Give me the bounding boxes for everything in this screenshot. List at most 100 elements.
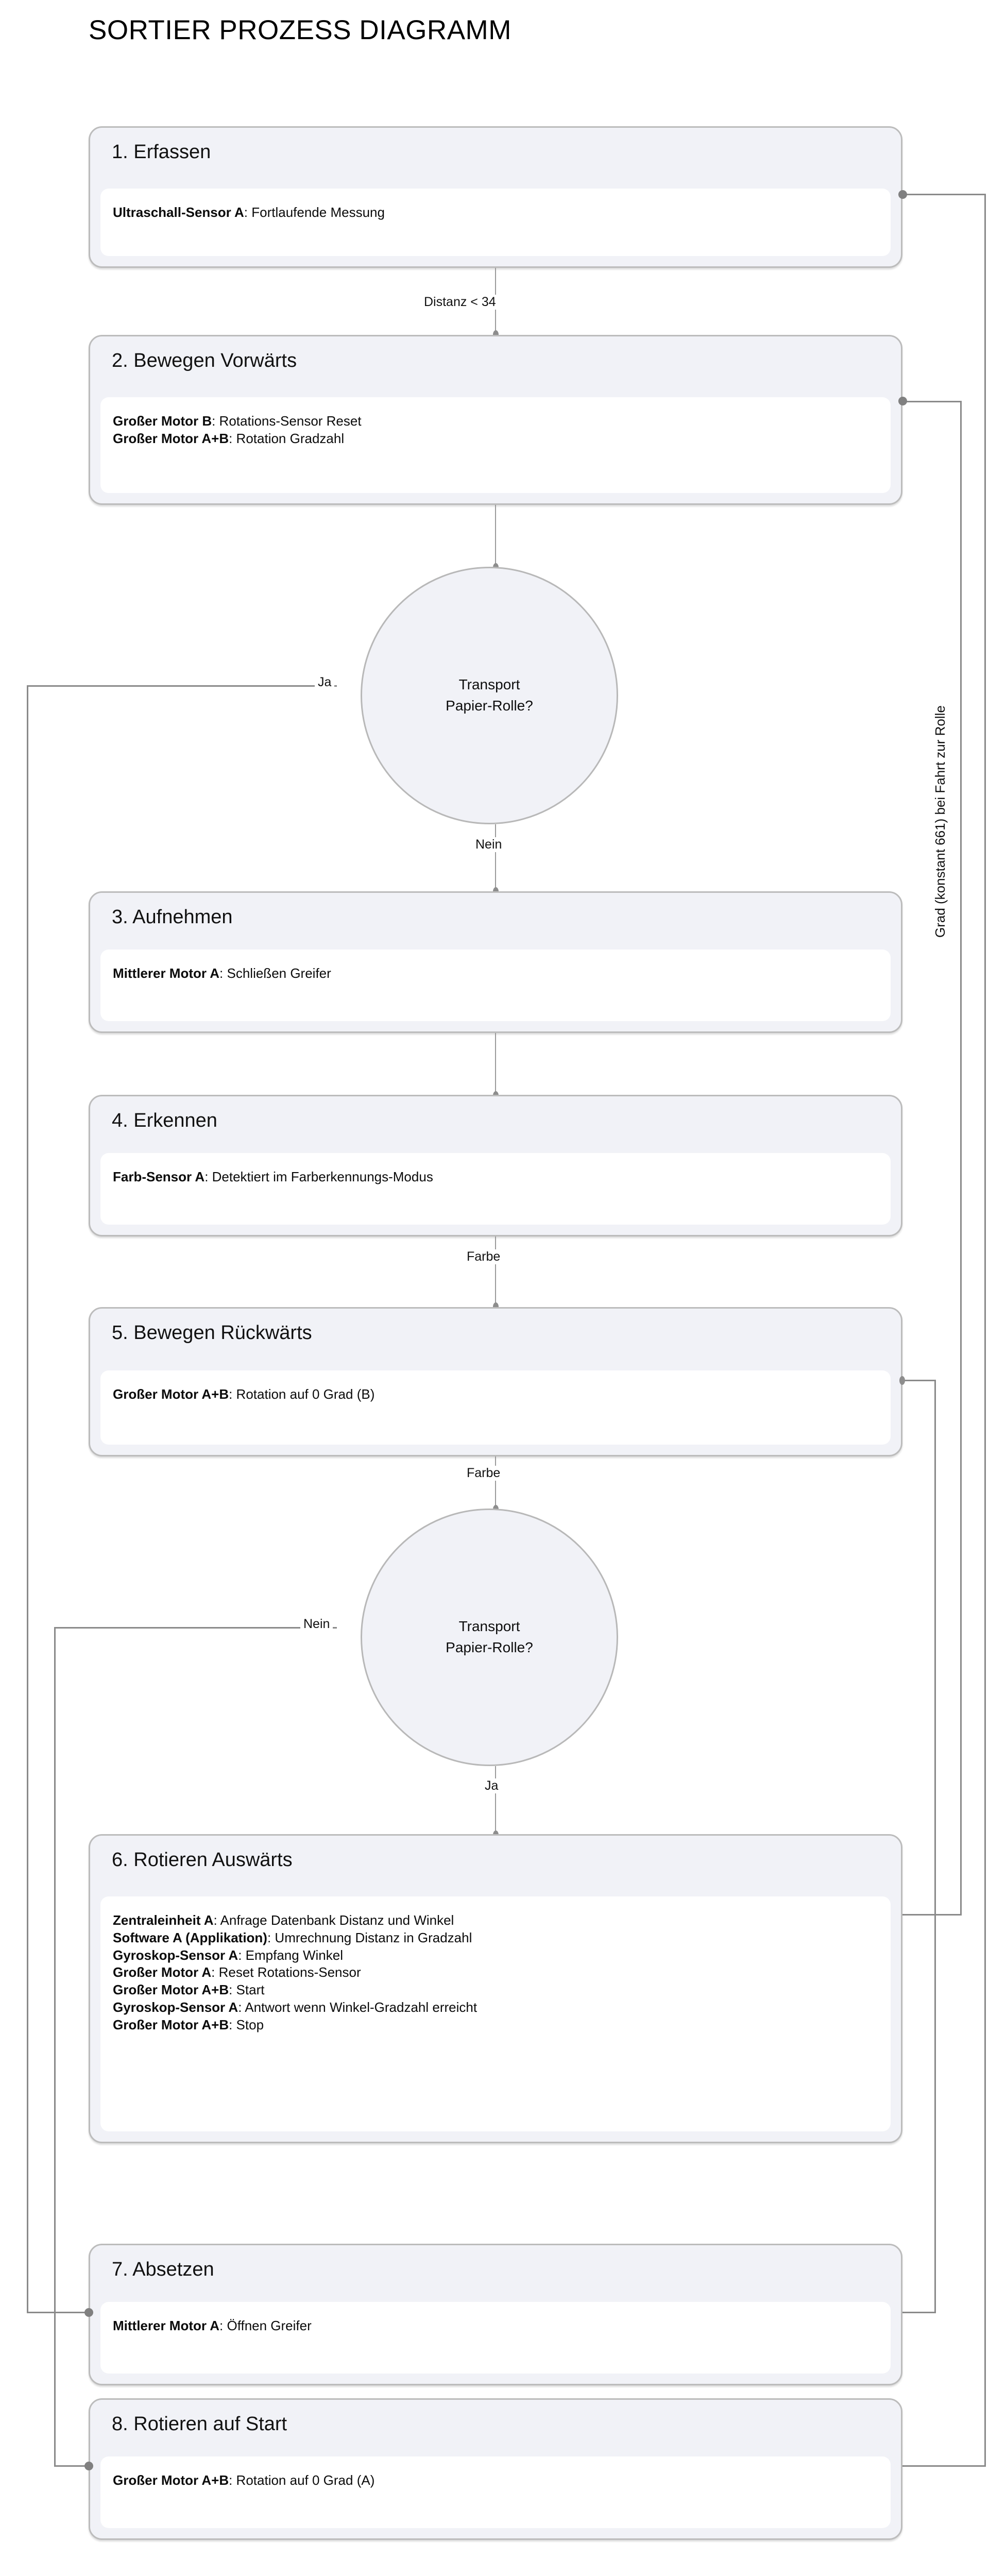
node-6-line-5-strong: Großer Motor A+B [113, 1982, 229, 1998]
node-2-line-2: Großer Motor A+B: Rotation Gradzahl [113, 430, 878, 448]
edge-label-farbe-1: Farbe [464, 1249, 504, 1264]
node-3-line-1-strong: Mittlerer Motor A [113, 965, 220, 981]
node-6-line-2: Software A (Applikation): Umrechnung Dis… [113, 1929, 878, 1947]
node-6-line-6-strong: Gyroskop-Sensor A [113, 1999, 238, 2015]
node-7-title: 7. Absetzen [112, 2259, 214, 2280]
node-2-line-1-rest: : Rotations-Sensor Reset [212, 413, 362, 429]
rail-outer-vertical [984, 194, 986, 2467]
node-7-body: Mittlerer Motor A: Öffnen Greifer [100, 2302, 891, 2374]
process-node-8[interactable]: 8. Rotieren auf Start Großer Motor A+B: … [89, 2398, 902, 2540]
node-1-line-1-strong: Ultraschall-Sensor A [113, 205, 244, 220]
port-n7-left [84, 2308, 93, 2317]
node-5-line-1-strong: Großer Motor A+B [113, 1386, 229, 1402]
node-6-line-3-rest: : Empfang Winkel [238, 1947, 343, 1963]
node-6-body: Zentraleinheit A: Anfrage Datenbank Dist… [100, 1896, 891, 2131]
edge-n2-to-rail-second [902, 401, 962, 402]
edge-d1-yes-to-rail [27, 685, 337, 687]
edge-n1-to-rail-outer [902, 194, 986, 195]
edge-n3-to-n4-line [495, 1033, 496, 1095]
node-5-line-1: Großer Motor A+B: Rotation auf 0 Grad (B… [113, 1386, 878, 1403]
node-4-body: Farb-Sensor A: Detektiert im Farberkennu… [100, 1153, 891, 1225]
node-3-title: 3. Aufnehmen [112, 906, 233, 928]
node-6-line-5-rest: : Start [229, 1982, 265, 1998]
node-6-line-4-rest: : Reset Rotations-Sensor [211, 1964, 361, 1980]
port-n1-right [898, 190, 907, 199]
edge-rail-third-to-n7 [902, 2312, 936, 2313]
edge-n4-to-n5-line [495, 1236, 496, 1306]
node-6-line-1-strong: Zentraleinheit A [113, 1912, 214, 1928]
process-node-2[interactable]: 2. Bewegen Vorwärts Großer Motor B: Rota… [89, 335, 902, 505]
decision-2-line-1: Transport [458, 1618, 520, 1635]
port-n8-left [84, 2462, 93, 2470]
node-2-line-2-strong: Großer Motor A+B [113, 430, 229, 446]
edge-rail-outer-to-n8 [902, 2465, 986, 2467]
node-7-line-1-strong: Mittlerer Motor A [113, 2318, 220, 2333]
node-6-line-7-rest: : Stop [229, 2016, 264, 2032]
node-5-title: 5. Bewegen Rückwärts [112, 1322, 312, 1344]
node-6-line-6: Gyroskop-Sensor A: Antwort wenn Winkel-G… [113, 1999, 878, 2016]
node-2-line-1-strong: Großer Motor B [113, 413, 212, 429]
decision-node-1[interactable]: Transport Papier-Rolle? [361, 567, 618, 824]
node-1-line-1-rest: : Fortlaufende Messung [244, 205, 385, 220]
side-label-grad: Grad (konstant 661) bei Fahrt zur Rolle [932, 705, 948, 938]
process-node-4[interactable]: 4. Erkennen Farb-Sensor A: Detektiert im… [89, 1095, 902, 1236]
node-3-line-1: Mittlerer Motor A: Schließen Greifer [113, 965, 878, 982]
edge-label-d1-nein: Nein [472, 837, 505, 852]
node-6-line-2-strong: Software A (Applikation) [113, 1929, 267, 1945]
node-4-title: 4. Erkennen [112, 1110, 217, 1131]
node-2-body: Großer Motor B: Rotations-Sensor Reset G… [100, 397, 891, 493]
node-2-line-2-rest: : Rotation Gradzahl [229, 430, 345, 446]
node-3-line-1-rest: : Schließen Greifer [219, 965, 331, 981]
rail-second-vertical [960, 401, 962, 1916]
port-n2-right [898, 397, 907, 405]
process-node-7[interactable]: 7. Absetzen Mittlerer Motor A: Öffnen Gr… [89, 2244, 902, 2385]
node-5-line-1-rest: : Rotation auf 0 Grad (B) [229, 1386, 375, 1402]
node-6-title: 6. Rotieren Auswärts [112, 1849, 293, 1871]
node-6-line-3: Gyroskop-Sensor A: Empfang Winkel [113, 1947, 878, 1964]
node-2-title: 2. Bewegen Vorwärts [112, 350, 297, 371]
edge-rail-second-to-n6 [902, 1914, 962, 1916]
node-4-line-1: Farb-Sensor A: Detektiert im Farberkennu… [113, 1168, 878, 1186]
node-6-line-4-strong: Großer Motor A [113, 1964, 212, 1980]
decision-1-line-2: Papier-Rolle? [446, 698, 533, 714]
node-8-line-1-rest: : Rotation auf 0 Grad (A) [229, 2472, 375, 2488]
edge-n2-to-d1-line [495, 505, 496, 567]
node-6-line-6-rest: : Antwort wenn Winkel-Gradzahl erreicht [238, 1999, 478, 2015]
port-n2-top [493, 330, 499, 339]
decision-node-2[interactable]: Transport Papier-Rolle? [361, 1509, 618, 1766]
node-6-line-5: Großer Motor A+B: Start [113, 1981, 878, 1999]
node-7-line-1-rest: : Öffnen Greifer [219, 2318, 312, 2333]
node-3-body: Mittlerer Motor A: Schließen Greifer [100, 950, 891, 1021]
edge-label-distanz: Distanz < 34 [421, 295, 499, 310]
decision-2-text: Transport Papier-Rolle? [446, 1616, 533, 1658]
rail-left-yes-vertical [27, 685, 28, 2313]
edge-d1-no-line [495, 824, 496, 891]
edge-label-farbe-2: Farbe [464, 1466, 504, 1481]
node-8-line-1: Großer Motor A+B: Rotation auf 0 Grad (A… [113, 2472, 878, 2489]
decision-1-text: Transport Papier-Rolle? [446, 674, 533, 716]
process-node-3[interactable]: 3. Aufnehmen Mittlerer Motor A: Schließe… [89, 891, 902, 1033]
node-8-body: Großer Motor A+B: Rotation auf 0 Grad (A… [100, 2456, 891, 2528]
process-node-1[interactable]: 1. Erfassen Ultraschall-Sensor A: Fortla… [89, 126, 902, 268]
node-6-line-4: Großer Motor A: Reset Rotations-Sensor [113, 1964, 878, 1981]
node-6-line-3-strong: Gyroskop-Sensor A [113, 1947, 238, 1963]
edge-rail-left-no-to-n8 [54, 2465, 89, 2467]
edge-label-d2-ja: Ja [482, 1778, 502, 1793]
node-4-line-1-strong: Farb-Sensor A [113, 1169, 205, 1184]
node-7-line-1: Mittlerer Motor A: Öffnen Greifer [113, 2317, 878, 2335]
node-2-line-1: Großer Motor B: Rotations-Sensor Reset [113, 413, 878, 430]
process-node-6[interactable]: 6. Rotieren Auswärts Zentraleinheit A: A… [89, 1834, 902, 2143]
node-5-body: Großer Motor A+B: Rotation auf 0 Grad (B… [100, 1370, 891, 1445]
edge-rail-left-yes-to-n7 [27, 2312, 89, 2313]
node-1-line-1: Ultraschall-Sensor A: Fortlaufende Messu… [113, 204, 878, 222]
edge-label-d1-ja: Ja [315, 675, 335, 690]
port-n5-top [493, 1302, 499, 1311]
node-6-line-7: Großer Motor A+B: Stop [113, 2016, 878, 2034]
node-8-title: 8. Rotieren auf Start [112, 2413, 287, 2435]
process-node-5[interactable]: 5. Bewegen Rückwärts Großer Motor A+B: R… [89, 1307, 902, 1456]
node-8-line-1-strong: Großer Motor A+B [113, 2472, 229, 2488]
node-1-body: Ultraschall-Sensor A: Fortlaufende Messu… [100, 189, 891, 256]
decision-1-line-1: Transport [458, 676, 520, 693]
edge-n5-to-rail-third [902, 1380, 936, 1381]
